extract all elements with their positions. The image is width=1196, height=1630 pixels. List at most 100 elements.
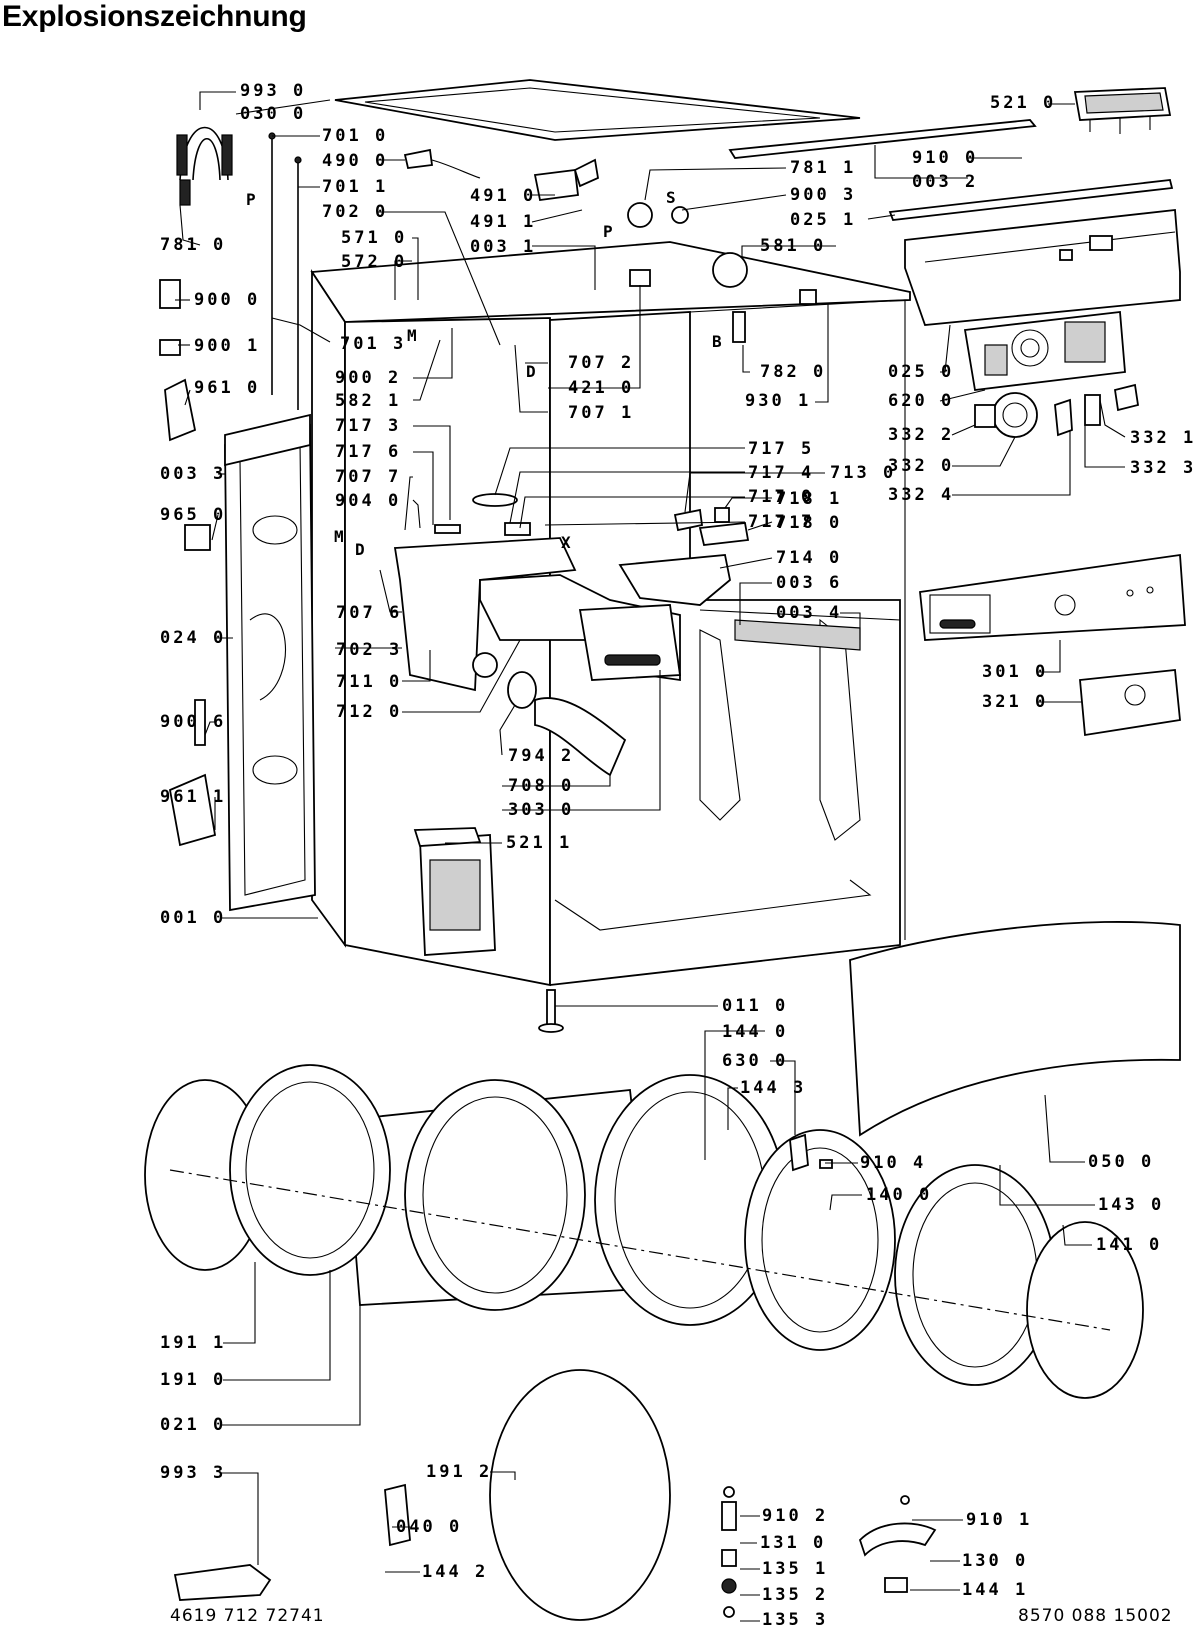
part-label: 718 1 xyxy=(776,489,843,509)
part-label: 993 0 xyxy=(240,81,307,101)
part-label: 130 0 xyxy=(962,1551,1029,1571)
part-label: 143 0 xyxy=(1098,1195,1165,1215)
part-label: 025 1 xyxy=(790,210,857,230)
footer-right-code: 8570 088 15002 xyxy=(1018,1606,1173,1626)
part-label: 030 0 xyxy=(240,104,307,124)
springs-993-0 xyxy=(176,126,233,206)
part-label: 144 3 xyxy=(740,1078,807,1098)
part-label: 701 0 xyxy=(322,126,389,146)
part-label: 961 0 xyxy=(194,378,261,398)
part-label: 701 3 xyxy=(340,334,407,354)
part-label: 332 4 xyxy=(888,485,955,505)
part-label: 025 0 xyxy=(888,362,955,382)
marker-m-top: M xyxy=(407,326,417,345)
part-label: 040 0 xyxy=(396,1517,463,1537)
part-label: 900 1 xyxy=(194,336,261,356)
marker-m: M xyxy=(334,527,344,546)
marker-d: D xyxy=(355,540,365,559)
marker-d-top: D xyxy=(526,362,536,381)
part-label: 701 1 xyxy=(322,177,389,197)
part-label: 900 2 xyxy=(335,368,402,388)
part-label: 717 7 xyxy=(748,512,815,532)
part-label: 135 3 xyxy=(762,1610,829,1630)
electronic-board xyxy=(963,310,1126,391)
part-label: 135 1 xyxy=(762,1559,829,1579)
top-cover-frame xyxy=(334,79,861,141)
part-label: 003 4 xyxy=(776,603,843,623)
part-label: 910 2 xyxy=(762,1506,829,1526)
part-label: 717 6 xyxy=(335,442,402,462)
part-label: 003 3 xyxy=(160,464,227,484)
rods-701 xyxy=(268,132,302,410)
part-label: 191 1 xyxy=(160,1333,227,1353)
part-label: 003 1 xyxy=(470,237,537,257)
part-label: 332 0 xyxy=(888,456,955,476)
footer-left-code: 4619 712 72741 xyxy=(170,1606,325,1626)
part-label: 781 1 xyxy=(790,158,857,178)
parts-332 xyxy=(974,383,1140,438)
parts-717-713-714 xyxy=(434,493,750,606)
bottom-small-parts xyxy=(173,1133,937,1618)
marker-s: S xyxy=(666,188,676,207)
part-label: 140 0 xyxy=(866,1185,933,1205)
part-label: 144 1 xyxy=(962,1580,1029,1600)
part-label: 131 0 xyxy=(760,1533,827,1553)
top-rails xyxy=(728,119,1174,221)
part-label: 910 1 xyxy=(966,1510,1033,1530)
rear-panel xyxy=(224,413,316,912)
part-label: 904 0 xyxy=(335,491,402,511)
part-label: 717 5 xyxy=(748,439,815,459)
part-label: 303 0 xyxy=(508,800,575,820)
part-label: 521 0 xyxy=(990,93,1057,113)
part-label: 900 6 xyxy=(160,712,227,732)
part-label: 717 3 xyxy=(335,416,402,436)
part-label: 708 0 xyxy=(508,776,575,796)
part-label: 707 6 xyxy=(336,603,403,623)
part-label: 965 0 xyxy=(160,505,227,525)
part-label: 930 1 xyxy=(745,391,812,411)
part-label: 713 0 xyxy=(830,463,897,483)
part-label: 003 6 xyxy=(776,573,843,593)
front-control-panel-301-0 xyxy=(919,553,1186,641)
small-parts-left xyxy=(159,279,217,847)
part-label: 144 0 xyxy=(722,1022,789,1042)
part-label: 711 0 xyxy=(336,672,403,692)
part-label: 782 0 xyxy=(760,362,827,382)
part-label: 332 3 xyxy=(1130,458,1196,478)
marker-b: B xyxy=(712,332,722,351)
mesh-strip-003-6 xyxy=(734,619,861,651)
part-label: 144 2 xyxy=(422,1562,489,1582)
part-label: 050 0 xyxy=(1088,1152,1155,1172)
part-label: 001 0 xyxy=(160,908,227,928)
page-title: Explosionszeichnung xyxy=(2,0,307,33)
part-label: 572 0 xyxy=(341,252,408,272)
part-label: 900 0 xyxy=(194,290,261,310)
part-label: 191 0 xyxy=(160,1370,227,1390)
part-label: 900 3 xyxy=(790,185,857,205)
control-panel-321-0 xyxy=(1079,669,1181,737)
part-label: 702 3 xyxy=(336,640,403,660)
part-label: 321 0 xyxy=(982,692,1049,712)
part-label: 712 0 xyxy=(336,702,403,722)
part-label: 135 2 xyxy=(762,1585,829,1605)
part-label: 714 0 xyxy=(776,548,843,568)
part-label: 717 4 xyxy=(748,463,815,483)
part-label: 718 0 xyxy=(776,513,843,533)
part-label: 620 0 xyxy=(888,391,955,411)
hose-708-0 xyxy=(507,671,627,777)
part-label: 332 2 xyxy=(888,425,955,445)
part-label: 301 0 xyxy=(982,662,1049,682)
part-label: 491 1 xyxy=(470,212,537,232)
marker-x: X xyxy=(561,533,571,552)
part-label: 707 2 xyxy=(568,353,635,373)
part-label: 421 0 xyxy=(568,378,635,398)
part-label: 707 1 xyxy=(568,403,635,423)
part-label: 024 0 xyxy=(160,628,227,648)
door-assembly xyxy=(144,1064,1144,1621)
part-label: 582 1 xyxy=(335,391,402,411)
part-label: 993 3 xyxy=(160,1463,227,1483)
part-label: 521 1 xyxy=(506,833,573,853)
detergent-housing xyxy=(393,537,682,692)
part-label: 011 0 xyxy=(722,996,789,1016)
